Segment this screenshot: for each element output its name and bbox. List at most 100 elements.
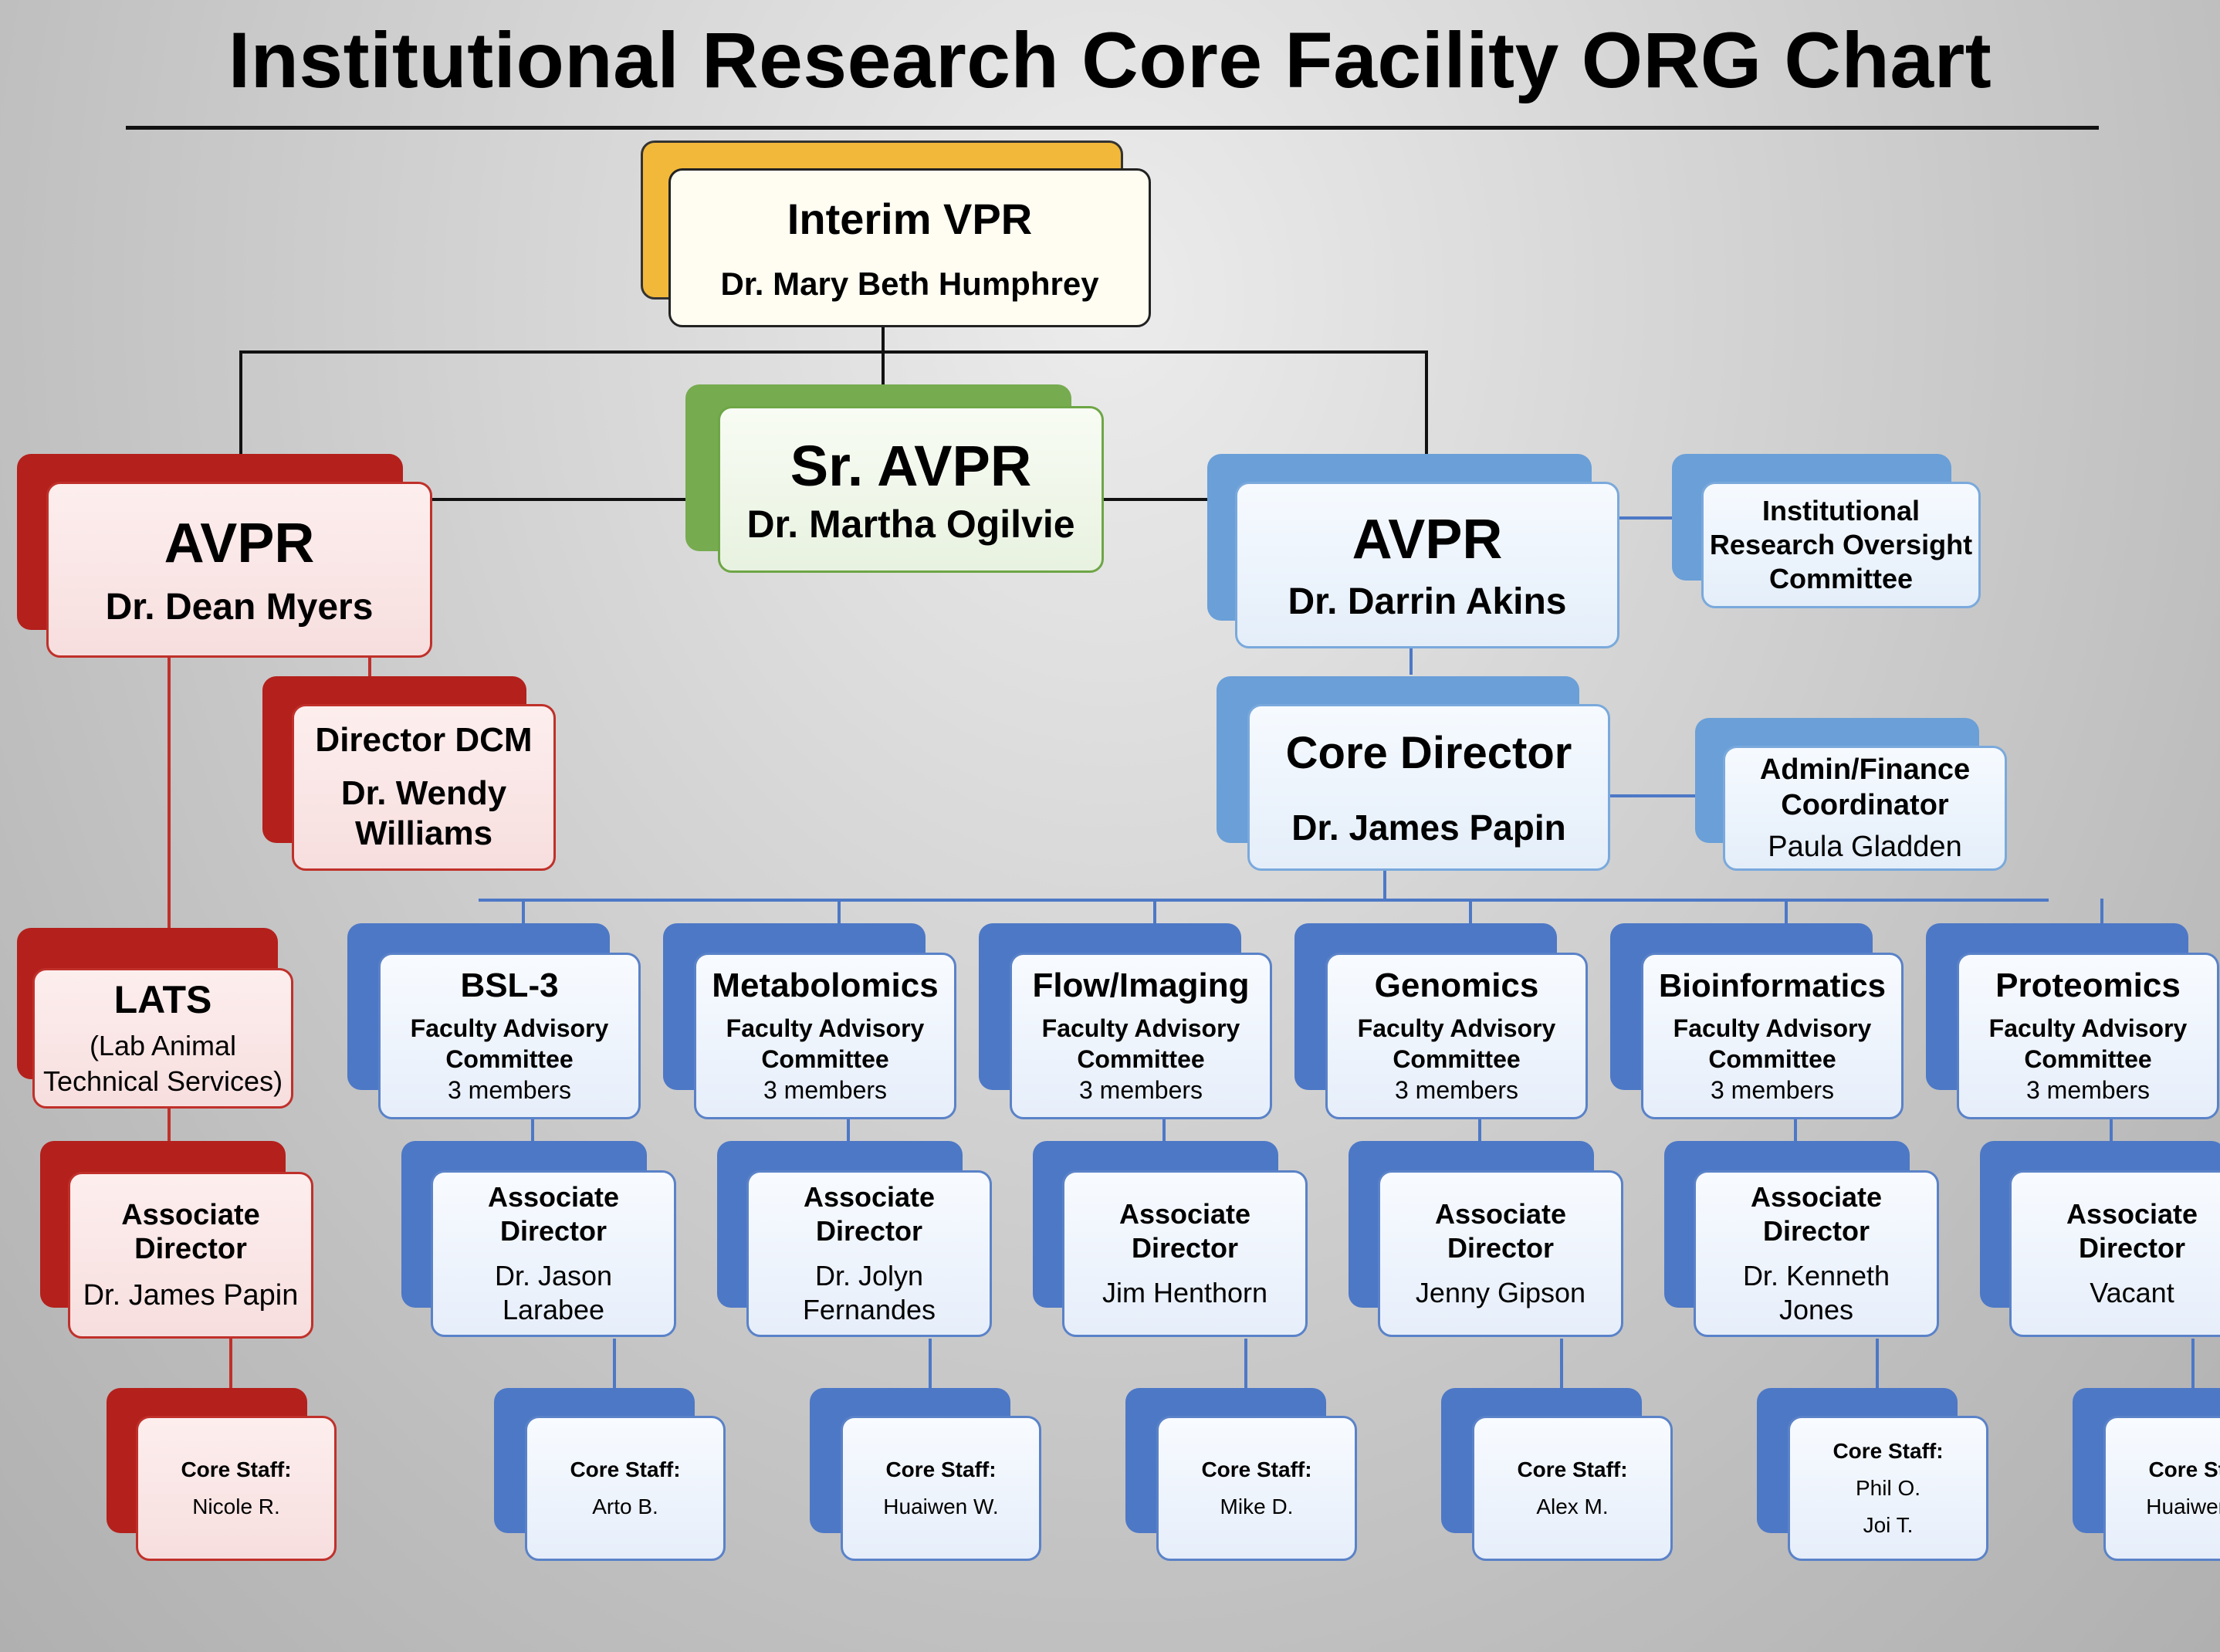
members-count: 3 members	[447, 1076, 572, 1104]
connector-core-drop	[1153, 899, 1156, 928]
person-name: Dr. Mary Beth Humphrey	[720, 265, 1099, 302]
person-name: Jenny Gipson	[1415, 1277, 1586, 1308]
staff-name: Huaiwen W.	[883, 1495, 999, 1518]
lats-subtitle: Technical Services)	[42, 1065, 283, 1097]
node-card: Interim VPR Dr. Mary Beth Humphrey	[668, 168, 1151, 327]
role-label: Associate	[487, 1181, 620, 1213]
node-card: Core Staff:Huaiwen W.	[841, 1416, 1041, 1561]
role-label: AVPR	[1352, 508, 1503, 570]
connector-akins-core	[1409, 647, 1413, 675]
staff-label: Core Staff:	[1517, 1457, 1628, 1481]
person-name: Williams	[354, 814, 493, 852]
members-count: 3 members	[1078, 1076, 1203, 1104]
person-name: Paula Gladden	[1768, 831, 1962, 863]
node-card: AVPR Dr. Darrin Akins	[1235, 482, 1619, 648]
lats-subtitle: (Lab Animal	[89, 1030, 237, 1061]
role-label: Associate	[121, 1199, 260, 1231]
node-card: Associate Director Dr. James Papin	[68, 1172, 313, 1339]
connector-oversight	[1618, 516, 1672, 520]
core-name: Proteomics	[1995, 966, 2181, 1004]
chart-title: Institutional Research Core Facility ORG…	[228, 16, 1992, 104]
connector-core-drop	[838, 899, 841, 928]
core-name: Genomics	[1374, 966, 1539, 1004]
role-label: Coordinator	[1781, 789, 1949, 821]
committee-label: Committee	[1708, 1045, 1836, 1073]
connector-fac-assoc	[1162, 1119, 1166, 1144]
person-name: Dr. James Papin	[83, 1279, 299, 1312]
node-card: Sr. AVPR Dr. Martha Ogilvie	[718, 406, 1104, 573]
staff-label: Core Staff:	[2148, 1457, 2220, 1481]
person-name: Jim Henthorn	[1102, 1277, 1268, 1308]
members-count: 3 members	[1394, 1076, 1519, 1104]
node-card: Core Director Dr. James Papin	[1247, 704, 1610, 871]
staff-label: Core Staff:	[1201, 1457, 1312, 1481]
role-label: AVPR	[164, 512, 315, 574]
person-name: Dr. Darrin Akins	[1288, 581, 1567, 622]
connector-assoc-staff	[1244, 1339, 1247, 1390]
staff-label: Core Staff:	[570, 1457, 681, 1481]
members-count: 3 members	[2025, 1076, 2151, 1104]
connector-lats-assoc	[168, 1105, 171, 1141]
connector-fac-assoc	[1794, 1119, 1797, 1144]
committee-label: Faculty Advisory	[410, 1014, 609, 1042]
staff-label: Core Staff:	[181, 1457, 292, 1481]
connector-lats-staff	[229, 1339, 232, 1390]
person-name: Dr. Martha Ogilvie	[746, 502, 1075, 546]
role-label: Director	[815, 1215, 923, 1247]
core-name: Flow/Imaging	[1032, 966, 1250, 1004]
staff-name: Joi T.	[1863, 1513, 1914, 1537]
core-name: Bioinformatics	[1658, 967, 1887, 1004]
node-card: Core Staff: Nicole R.	[136, 1416, 337, 1561]
person-name: Dr. James Papin	[1291, 807, 1566, 848]
connector-left-drop	[239, 350, 242, 455]
connector-dcm	[368, 658, 371, 678]
committee-label: Committee	[1393, 1045, 1521, 1073]
role-label: Director	[1762, 1215, 1870, 1247]
committee-label: Faculty Advisory	[1673, 1014, 1872, 1042]
role-label: Director	[1131, 1232, 1239, 1264]
role-label: Admin/Finance	[1759, 753, 1971, 786]
node-card: Core Staff:Mike D.	[1156, 1416, 1357, 1561]
person-name: Dr. Kenneth	[1742, 1260, 1890, 1291]
role-label: Sr. AVPR	[790, 433, 1032, 498]
person-name: Dr. Jolyn	[814, 1260, 924, 1291]
staff-name: Nicole R.	[192, 1495, 280, 1518]
node-card: Core Staff:Phil O.Joi T.	[1788, 1416, 1988, 1561]
members-count: 3 members	[763, 1076, 888, 1104]
connector-right-drop	[1425, 350, 1428, 455]
connector-sr-left	[432, 498, 687, 501]
person-name: Larabee	[502, 1294, 605, 1325]
role-label: Core Director	[1285, 727, 1572, 778]
connector-assoc-staff	[929, 1339, 932, 1390]
connector-vpr-bus	[239, 350, 1428, 354]
connector-core-bus	[479, 899, 2049, 902]
person-name: Vacant	[2090, 1277, 2174, 1308]
connector-admin	[1579, 794, 1695, 797]
lats-title: LATS	[113, 978, 212, 1021]
role-label: Associate	[2066, 1198, 2198, 1230]
role-label: Director	[2078, 1232, 2186, 1264]
node-card: Core Staff:Alex M.	[1472, 1416, 1673, 1561]
core-name: Metabolomics	[712, 966, 939, 1004]
person-name: Fernandes	[802, 1294, 936, 1325]
role-label: Director	[499, 1215, 607, 1247]
connector-fac-assoc	[1478, 1119, 1481, 1144]
title-underline	[126, 126, 2099, 130]
committee-line: Institutional	[1762, 495, 1920, 526]
connector-sr-right	[1102, 498, 1207, 501]
staff-name: Phil O.	[1855, 1476, 1921, 1500]
role-label: Director	[134, 1233, 247, 1265]
connector-assoc-staff	[1560, 1339, 1563, 1390]
connector-assoc-staff	[1876, 1339, 1879, 1390]
person-name: Jones	[1778, 1294, 1854, 1325]
staff-name: Arto B.	[592, 1495, 658, 1518]
node-card: Director DCM Dr. Wendy Williams	[292, 704, 556, 871]
